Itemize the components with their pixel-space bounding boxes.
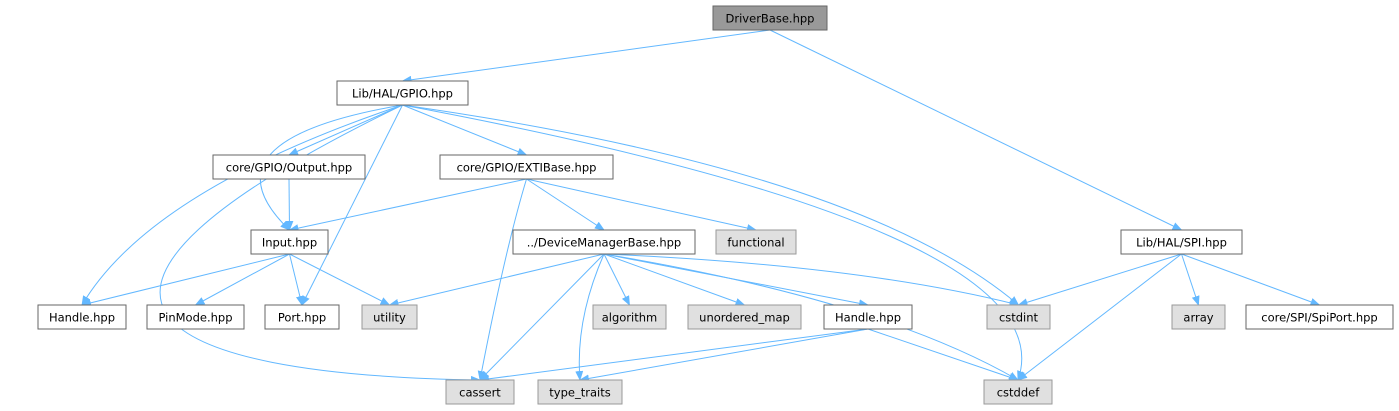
edge-devmgr-to-cstdint: [603, 253, 1020, 307]
node-devmgr[interactable]: ../DeviceManagerBase.hpp: [512, 229, 696, 255]
node-label: Port.hpp: [278, 311, 326, 325]
edge-devmgr-to-unordered_map: [603, 253, 746, 306]
edge-devmgr-to-algorithm: [603, 253, 630, 306]
edge-spi-to-array: [1181, 253, 1200, 306]
edge-output-to-input: [285, 178, 294, 231]
node-array: array: [1171, 304, 1226, 330]
node-functional: functional: [715, 229, 797, 255]
node-box: [146, 304, 245, 330]
node-label: array: [1183, 311, 1213, 325]
node-label: cassert: [459, 386, 501, 400]
node-box: [37, 304, 127, 330]
node-box: [592, 304, 667, 330]
node-box: [512, 229, 696, 255]
node-box: [823, 304, 913, 330]
node-label: Input.hpp: [262, 236, 317, 250]
node-algorithm: algorithm: [592, 304, 667, 330]
node-handle2[interactable]: Handle.hpp: [823, 304, 913, 330]
node-pinmode[interactable]: PinMode.hpp: [146, 304, 245, 330]
edge-spi-to-cstdint: [1017, 253, 1182, 307]
edge-extibase-to-input: [288, 178, 527, 233]
edge-driverbase-to-gpio: [401, 29, 771, 84]
node-label: Handle.hpp: [835, 311, 901, 325]
node-label: Handle.hpp: [49, 311, 115, 325]
edge-input-to-port: [289, 253, 304, 306]
edge-gpio-to-input: [259, 104, 403, 231]
node-handle1[interactable]: Handle.hpp: [37, 304, 127, 330]
node-input[interactable]: Input.hpp: [250, 229, 329, 255]
node-box: [983, 379, 1053, 405]
node-box: [264, 304, 340, 330]
edge-handle2-to-type_traits: [579, 328, 869, 383]
edge-input-to-utility: [289, 253, 391, 306]
node-label: type_traits: [549, 386, 610, 400]
node-box: [361, 304, 418, 330]
node-label: Lib/HAL/SPI.hpp: [1136, 236, 1227, 250]
node-unordered_map: unordered_map: [687, 304, 802, 330]
node-cstddef: cstddef: [983, 379, 1053, 405]
node-label: DriverBase.hpp: [726, 12, 815, 26]
node-label: cstddef: [997, 386, 1040, 400]
edge-devmgr-to-utility: [388, 253, 605, 307]
node-box: [336, 80, 469, 106]
node-label: cstdint: [999, 311, 1039, 325]
node-label: ../DeviceManagerBase.hpp: [527, 236, 681, 250]
node-box: [1245, 304, 1394, 330]
edge-input-to-pinmode: [194, 253, 290, 306]
node-label: core/GPIO/EXTIBase.hpp: [457, 161, 597, 175]
node-utility: utility: [361, 304, 418, 330]
edge-extibase-to-functional: [526, 178, 757, 232]
node-box: [439, 154, 614, 180]
node-box: [250, 229, 329, 255]
node-box: [715, 229, 797, 255]
node-box: [212, 154, 366, 180]
node-extibase[interactable]: core/GPIO/EXTIBase.hpp: [439, 154, 614, 180]
edge-gpio-to-port: [301, 104, 403, 306]
node-label: algorithm: [602, 311, 658, 325]
file-nodes: DriverBase.hppLib/HAL/GPIO.hppLib/HAL/SP…: [37, 5, 1394, 405]
node-spi[interactable]: Lib/HAL/SPI.hpp: [1120, 229, 1243, 255]
node-spiport[interactable]: core/SPI/SpiPort.hpp: [1245, 304, 1394, 330]
edge-input-to-handle1: [81, 253, 290, 307]
node-gpio[interactable]: Lib/HAL/GPIO.hpp: [336, 80, 469, 106]
edge-gpio-to-extibase: [402, 104, 528, 156]
edge-handle2-to-cassert: [479, 328, 869, 383]
node-label: core/SPI/SpiPort.hpp: [1261, 311, 1377, 325]
edge-spi-to-spiport: [1181, 253, 1321, 306]
node-driverbase: DriverBase.hpp: [712, 5, 828, 31]
node-label: utility: [373, 311, 406, 325]
node-box: [687, 304, 802, 330]
dependency-edges: [81, 29, 1321, 384]
edge-gpio-to-cstddef: [402, 104, 1025, 381]
edge-devmgr-to-cassert: [479, 253, 605, 381]
node-port[interactable]: Port.hpp: [264, 304, 340, 330]
node-box: [986, 304, 1051, 330]
edge-extibase-to-devmgr: [526, 178, 605, 231]
node-box: [537, 379, 623, 405]
edge-gpio-to-handle1: [81, 104, 403, 306]
node-box: [1171, 304, 1226, 330]
node-box: [1120, 229, 1243, 255]
edge-driverbase-to-spi: [769, 29, 1183, 231]
edge-spi-to-cstddef: [1017, 253, 1182, 381]
node-box: [712, 5, 828, 31]
node-label: core/GPIO/Output.hpp: [226, 161, 352, 175]
node-label: Lib/HAL/GPIO.hpp: [352, 87, 453, 101]
node-output[interactable]: core/GPIO/Output.hpp: [212, 154, 366, 180]
edge-handle2-to-cstddef: [867, 328, 1019, 381]
node-type_traits: type_traits: [537, 379, 623, 405]
edge-extibase-to-cassert: [477, 178, 527, 381]
edge-gpio-to-output: [288, 104, 403, 156]
node-label: unordered_map: [699, 311, 790, 325]
node-label: functional: [727, 236, 784, 250]
edge-gpio-to-cstdint: [402, 104, 1020, 306]
node-label: PinMode.hpp: [158, 311, 232, 325]
node-box: [445, 379, 515, 405]
node-cstdint: cstdint: [986, 304, 1051, 330]
node-cassert: cassert: [445, 379, 515, 405]
